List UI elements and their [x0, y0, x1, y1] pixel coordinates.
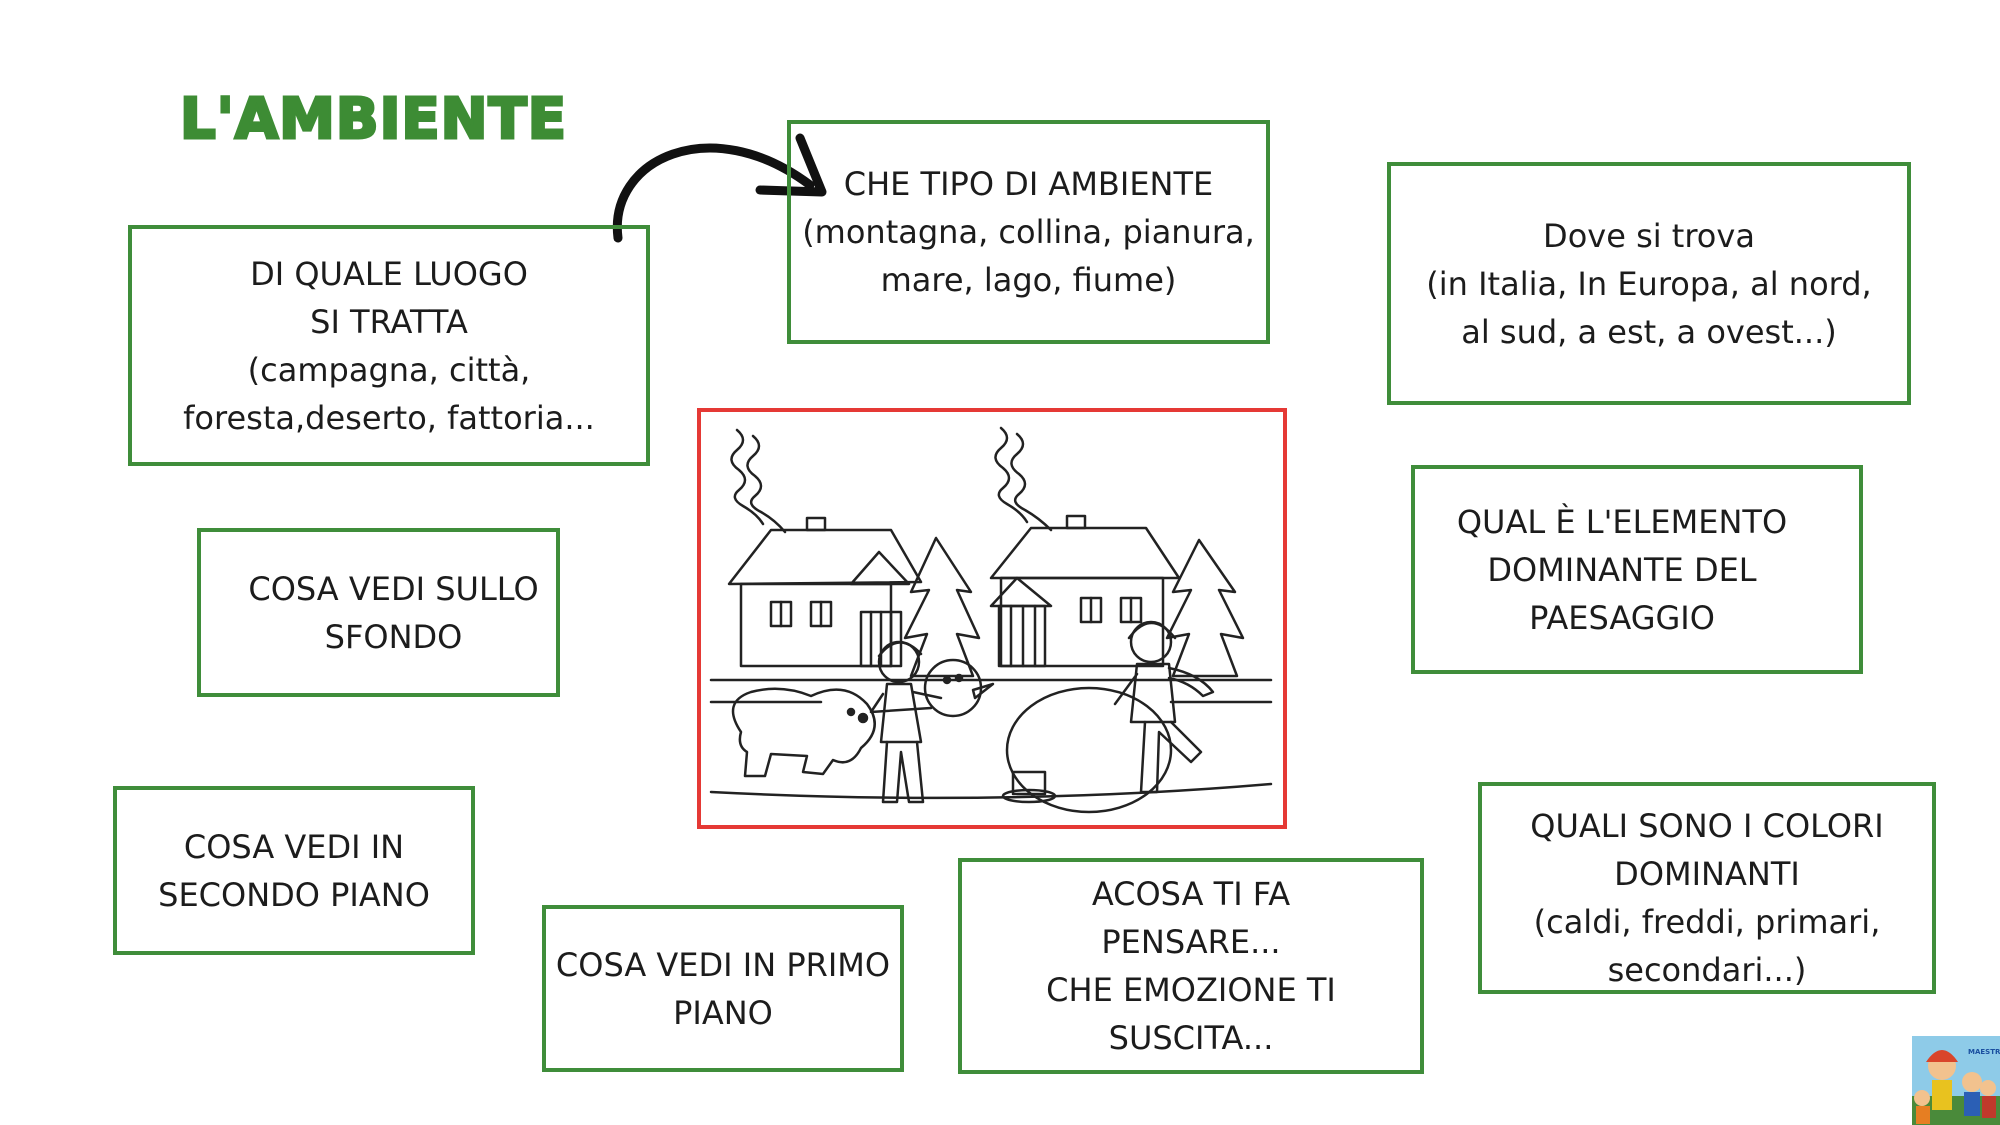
box-emozione: ACOSA TI FA PENSARE... CHE EMOZIONE TI S…: [958, 858, 1424, 1074]
box-primo-piano: COSA VEDI IN PRIMO PIANO: [542, 905, 904, 1072]
children-logo: MAESTRA: [1912, 1036, 2000, 1125]
box-sfondo: COSA VEDI SULLO SFONDO: [197, 528, 560, 697]
box-elemento-dominante: QUAL È L'ELEMENTO DOMINANTE DEL PAESAGGI…: [1411, 465, 1863, 674]
box-dove-si-trova: Dove si trova (in Italia, In Europa, al …: [1387, 162, 1911, 405]
winter-scene-picture: [697, 408, 1287, 829]
box-tipo-ambiente-text: CHE TIPO DI AMBIENTE (montagna, collina,…: [802, 165, 1255, 299]
box-luogo-text: DI QUALE LUOGO SI TRATTA (campagna, citt…: [183, 254, 595, 437]
svg-text:MAESTRA: MAESTRA: [1968, 1048, 2000, 1056]
box-luogo: DI QUALE LUOGO SI TRATTA (campagna, citt…: [128, 225, 650, 466]
curved-arrow-icon: [612, 133, 827, 243]
box-secondo-piano-text: COSA VEDI IN SECONDO PIANO: [158, 827, 430, 914]
box-sfondo-text: COSA VEDI SULLO SFONDO: [248, 569, 539, 656]
box-tipo-ambiente: CHE TIPO DI AMBIENTE (montagna, collina,…: [787, 120, 1270, 344]
box-colori: QUALI SONO I COLORI DOMINANTI (caldi, fr…: [1478, 782, 1936, 994]
box-primo-piano-text: COSA VEDI IN PRIMO PIANO: [555, 945, 891, 1032]
page-title: L'AMBIENTE: [179, 87, 568, 152]
box-elemento-dominante-text: QUAL È L'ELEMENTO DOMINANTE DEL PAESAGGI…: [1456, 502, 1788, 637]
box-colori-text: QUALI SONO I COLORI DOMINANTI (caldi, fr…: [1530, 807, 1884, 989]
box-emozione-text: ACOSA TI FA PENSARE... CHE EMOZIONE TI S…: [1046, 875, 1336, 1057]
box-dove-si-trova-text: Dove si trova (in Italia, In Europa, al …: [1426, 216, 1872, 351]
box-secondo-piano: COSA VEDI IN SECONDO PIANO: [113, 786, 475, 955]
winter-snowman-illustration: [709, 426, 1273, 814]
